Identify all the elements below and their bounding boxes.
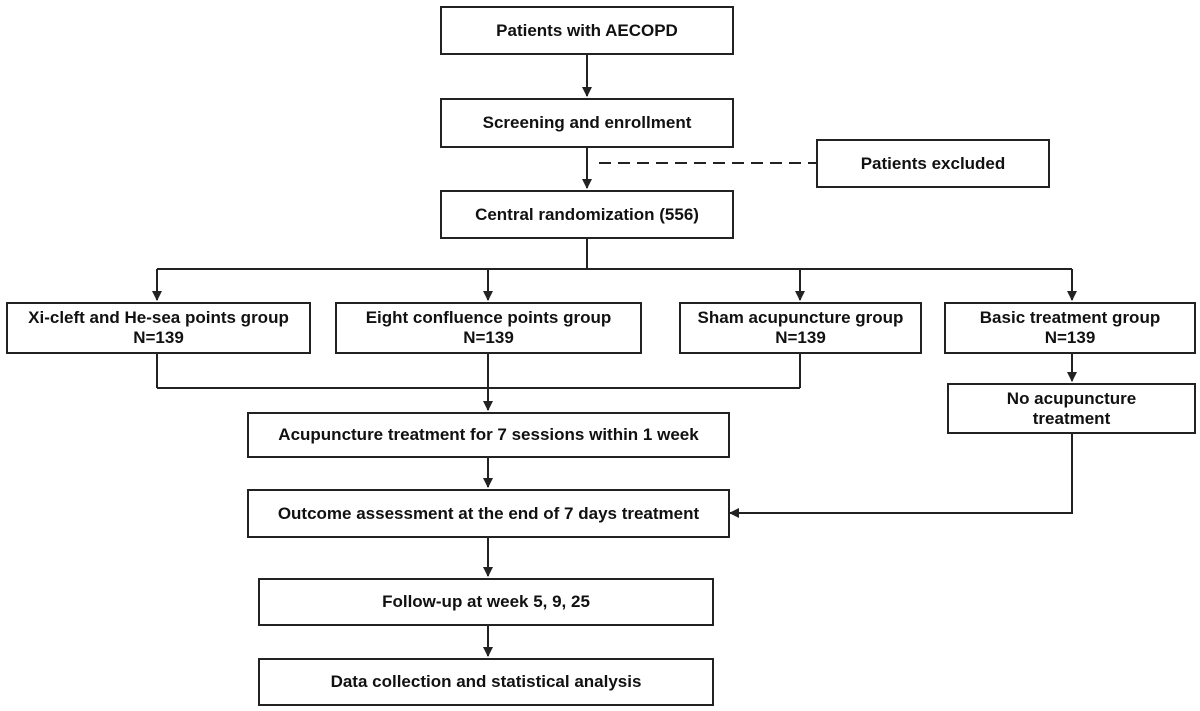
group-eight-title: Eight confluence points group — [365, 308, 612, 327]
randomization-label: Central randomization (556) — [475, 204, 699, 224]
analysis-box: Data collection and statistical analysis — [258, 658, 714, 706]
group-xi-box: Xi-cleft and He-sea points group N=139 — [6, 302, 311, 354]
no-acupuncture-box: No acupuncture treatment — [947, 383, 1196, 434]
group-xi-n: N=139 — [133, 328, 184, 347]
group-basic-n: N=139 — [1044, 328, 1096, 347]
randomization-box: Central randomization (556) — [440, 190, 734, 239]
followup-label: Follow-up at week 5, 9, 25 — [382, 592, 590, 611]
outcome-label: Outcome assessment at the end of 7 days … — [277, 503, 700, 523]
group-eight-n: N=139 — [463, 328, 514, 347]
screening-label: Screening and enrollment — [482, 113, 692, 132]
group-sham-box: Sham acupuncture group N=139 — [679, 302, 922, 354]
followup-box: Follow-up at week 5, 9, 25 — [258, 578, 714, 626]
group-basic-title: Basic treatment group — [979, 308, 1161, 327]
no-acupuncture-line1: No acupuncture — [1006, 388, 1137, 408]
group-basic-box: Basic treatment group N=139 — [944, 302, 1196, 354]
outcome-box: Outcome assessment at the end of 7 days … — [247, 489, 730, 538]
patients-box: Patients with AECOPD — [440, 6, 734, 55]
arrow-no-acupuncture-to-outcome — [729, 434, 1073, 518]
group-eight-box: Eight confluence points group N=139 — [335, 302, 642, 354]
acupuncture-box: Acupuncture treatment for 7 sessions wit… — [247, 412, 730, 458]
group-sham-title: Sham acupuncture group — [697, 308, 904, 327]
excluded-label: Patients excluded — [860, 153, 1006, 173]
no-acupuncture-line2: treatment — [1032, 408, 1111, 428]
screening-box: Screening and enrollment — [440, 98, 734, 148]
acupuncture-label: Acupuncture treatment for 7 sessions wit… — [278, 425, 699, 444]
group-sham-n: N=139 — [775, 328, 826, 347]
excluded-box: Patients excluded — [816, 139, 1050, 188]
analysis-label: Data collection and statistical analysis — [330, 672, 642, 691]
group-xi-title: Xi-cleft and He-sea points group — [28, 308, 289, 327]
patients-label: Patients with AECOPD — [496, 20, 678, 40]
